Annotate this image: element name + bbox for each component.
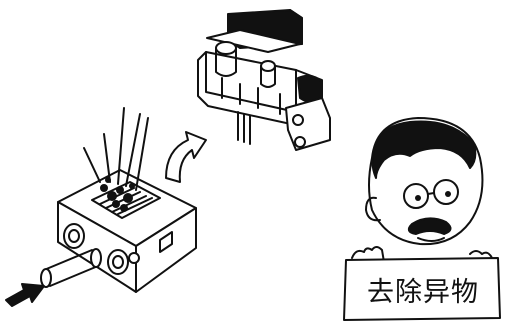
curved-arrow-icon bbox=[166, 132, 206, 182]
assembled-valve-illustration bbox=[198, 10, 330, 150]
valve-body-illustration bbox=[41, 108, 196, 292]
sign-text: 去除异物 bbox=[348, 263, 498, 315]
cartoon-man-illustration bbox=[352, 118, 494, 266]
push-arrow-icon bbox=[6, 284, 44, 306]
